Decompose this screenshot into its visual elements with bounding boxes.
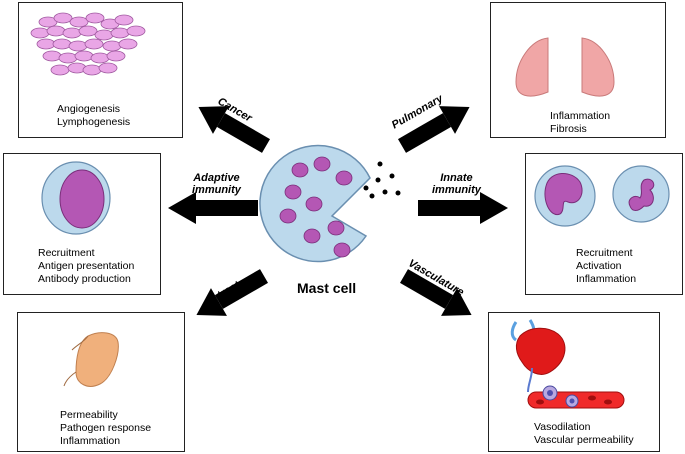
vasculature-panel — [488, 312, 660, 452]
granulocytes-illustration — [534, 165, 670, 227]
lungs-illustration — [515, 37, 615, 97]
arrow-gi — [196, 269, 268, 316]
arrows — [168, 106, 508, 316]
innate-immunity-label: Innate immunity — [432, 172, 481, 196]
granules — [279, 156, 353, 258]
mast-cell-illustration — [259, 144, 401, 263]
arrow-innate — [418, 192, 508, 224]
arrow-cancer — [198, 106, 270, 153]
cancer-cells-illustration — [30, 12, 146, 76]
lymphocyte-illustration — [41, 161, 111, 235]
heart-vessel-illustration — [510, 319, 625, 409]
released-granules — [363, 161, 401, 199]
arrow-pulmonary — [398, 106, 470, 153]
adaptive-immunity-label: Adaptive immunity — [192, 172, 241, 196]
arrow-vasculature — [400, 269, 472, 316]
arrow-adaptive — [168, 192, 258, 224]
gut-illustration — [63, 332, 119, 387]
mast-cell-label: Mast cell — [297, 280, 357, 296]
